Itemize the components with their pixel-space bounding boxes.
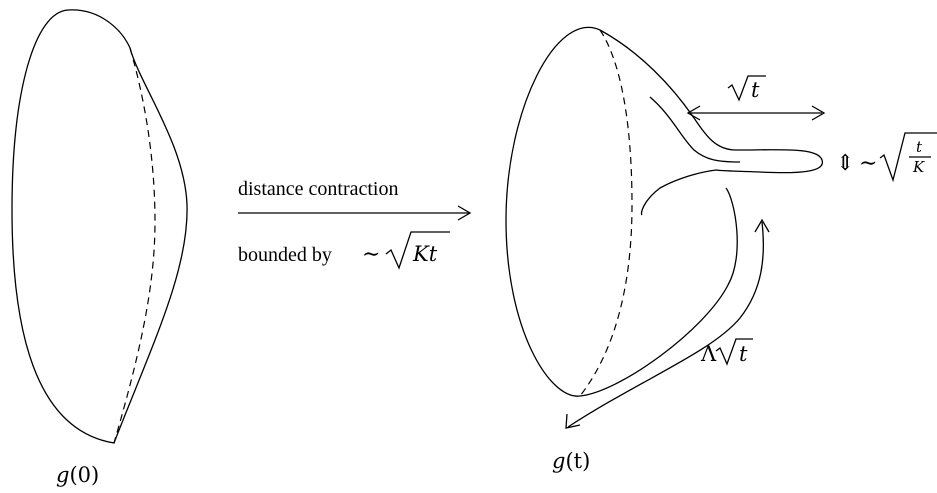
cusp-height-sim: ∼: [859, 151, 877, 176]
cusp-height-arrow-icon: ⇕: [836, 151, 854, 176]
initial-manifold-hidden-edge: [113, 47, 156, 444]
evolved-hidden-edge: [579, 29, 633, 397]
initial-manifold-outline: [11, 9, 188, 444]
evolved-top-edge: [599, 29, 823, 216]
distance-label-sqrt-sign: [715, 338, 753, 366]
distance-label-lambda: Λ: [700, 342, 717, 366]
initial-metric-label: g(0): [56, 463, 99, 487]
cusp-length-arrow: [686, 105, 826, 121]
arrow-caption-sqrt-sign: [385, 231, 450, 270]
evolved-manifold: [505, 27, 823, 397]
distance-curve-arrow: [565, 218, 770, 429]
cusp-height-sqrt-sign: [879, 132, 937, 183]
cusp-height-frac-den: K: [912, 158, 925, 176]
cusp-length-sqrt-sign: [727, 75, 766, 102]
distance-label-radicand: t: [739, 342, 748, 366]
arrow-caption-bottom: bounded by: [238, 244, 332, 266]
cusp-height-frac-num: t: [916, 138, 923, 156]
cusp-length-radicand: t: [751, 78, 760, 102]
arrow-caption-radicand: Kt: [412, 242, 438, 266]
flow-arrow: [238, 205, 472, 221]
evolved-metric-label: g(t): [552, 449, 590, 473]
evolved-body-outline: [505, 27, 738, 397]
arrow-caption-top: distance contraction: [238, 178, 399, 200]
arrow-caption-sim: ∼: [362, 242, 380, 267]
initial-manifold: [11, 9, 188, 444]
evolved-inner-fold: [649, 96, 741, 163]
